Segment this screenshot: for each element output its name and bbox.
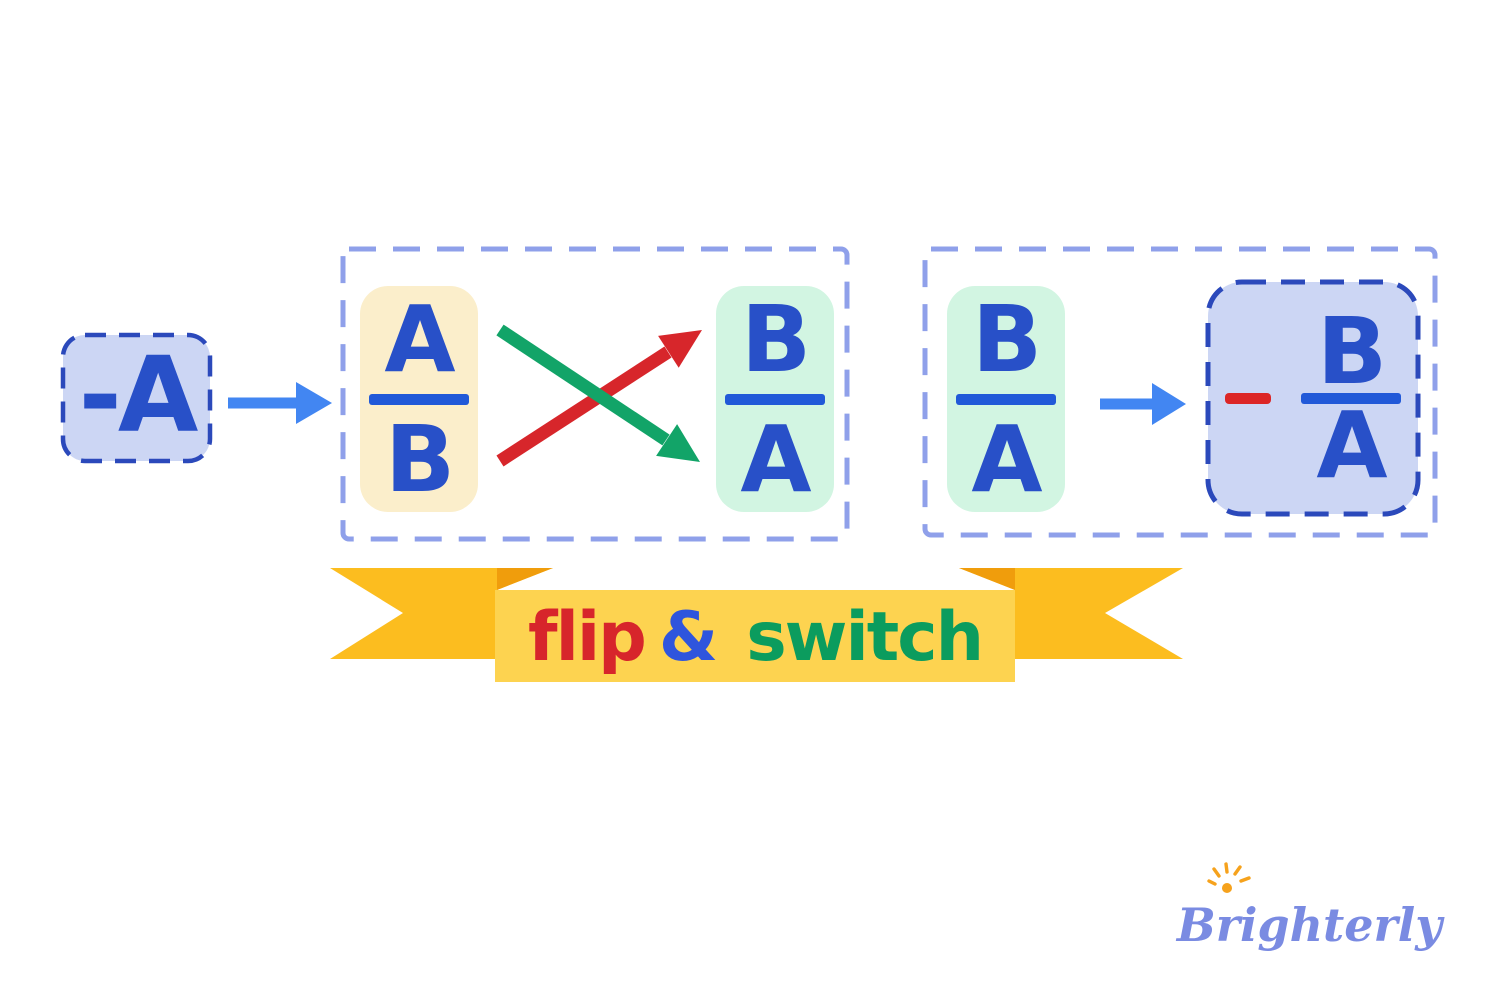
ribbon-left-tail — [330, 568, 553, 659]
denominator: B — [384, 405, 455, 513]
cross-arrow-red — [496, 330, 702, 467]
fraction-bar — [1301, 392, 1401, 404]
negative-a-label: -A — [78, 334, 199, 456]
brighterly-logo-text: Brighterly — [1176, 898, 1442, 952]
fraction-bar — [369, 393, 469, 405]
denominator: A — [740, 405, 811, 513]
ribbon-banner — [330, 568, 1183, 682]
denominator: A — [1316, 391, 1387, 499]
ribbon-right-fold — [959, 568, 1015, 590]
fraction-b-over-a: B A — [1301, 297, 1401, 499]
brighterly-logo: Brighterly — [1176, 862, 1442, 952]
ribbon-left-fold — [497, 568, 553, 590]
ribbon-caption: flip & switch — [495, 590, 1015, 682]
arrow-into-result — [1100, 383, 1186, 425]
sun-icon — [1207, 862, 1251, 893]
ribbon-word-switch: switch — [746, 598, 984, 677]
fraction-card-b-over-a-step2: B A — [947, 286, 1065, 512]
arrow-into-step1 — [228, 382, 332, 424]
numerator: B — [971, 285, 1042, 393]
cross-arrow-green — [496, 324, 700, 462]
numerator: B — [1316, 297, 1387, 405]
negative-sign — [1225, 392, 1271, 404]
ribbon-band — [495, 590, 1015, 682]
fraction-bar — [725, 393, 825, 405]
fraction-b-over-a: B A — [725, 285, 825, 513]
numerator: A — [384, 285, 455, 393]
negative-a-card-shape — [60, 332, 213, 464]
denominator: A — [971, 405, 1042, 513]
ribbon-word-flip: flip — [527, 598, 647, 677]
fraction-b-over-a: B A — [956, 285, 1056, 513]
fraction-card-a-over-b: A B — [360, 286, 478, 512]
step2-dashed-group-box — [922, 246, 1438, 538]
negative-reciprocal-result: B A — [1208, 282, 1418, 514]
step1-dashed-group-box — [340, 246, 850, 542]
ribbon-word-ampersand: & — [658, 598, 718, 677]
numerator: B — [740, 285, 811, 393]
fraction-bar — [956, 393, 1056, 405]
fraction-card-b-over-a-step1: B A — [716, 286, 834, 512]
fraction-a-over-b: A B — [369, 285, 469, 513]
